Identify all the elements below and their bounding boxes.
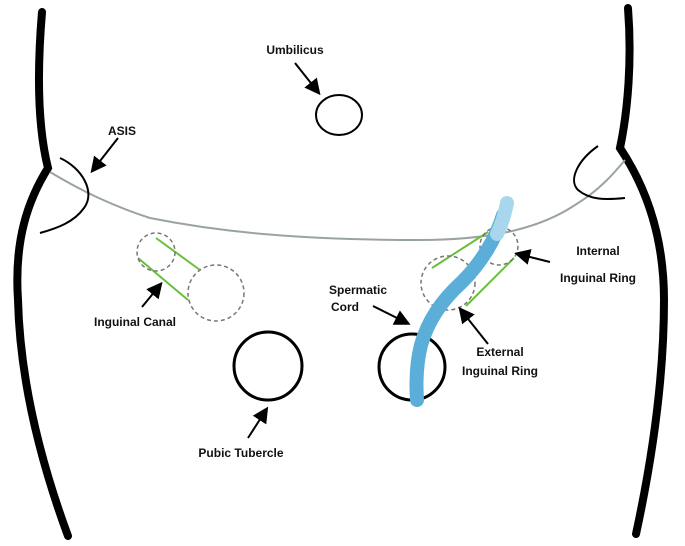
external-inguinal-ring-label-line1: External <box>476 345 523 359</box>
external-inguinal-ring-arrow <box>458 306 489 345</box>
inguinal-ligament-line <box>49 159 626 242</box>
spermatic-cord-arrow <box>372 305 411 325</box>
inguinal-canal-arrow <box>141 281 163 308</box>
right-body-outline <box>615 4 669 538</box>
left-body-outline <box>13 8 72 540</box>
internal-inguinal-ring-label-line1: Internal <box>576 244 619 258</box>
left-canal-lower-line <box>137 257 189 301</box>
umbilicus-arrow <box>294 62 321 96</box>
right-canal-upper-line <box>431 231 489 269</box>
left-internal-ring-dashed <box>136 232 176 272</box>
spermatic-cord-label-line2: Cord <box>331 300 359 314</box>
left-pubic-tubercle-circle <box>232 330 304 402</box>
external-inguinal-ring-label-line2: Inguinal Ring <box>462 364 538 378</box>
spermatic-cord-label-line1: Spermatic <box>329 283 387 297</box>
umbilicus-label: Umbilicus <box>266 43 324 57</box>
asis-arrow <box>90 137 119 174</box>
pubic-tubercle-label: Pubic Tubercle <box>198 446 283 460</box>
left-asis-arc <box>39 157 90 234</box>
left-external-ring-dashed <box>187 264 245 322</box>
umbilicus-circle <box>315 94 363 136</box>
spermatic-cord-tip <box>490 196 514 241</box>
right-external-ring-dashed <box>420 255 476 311</box>
spermatic-cord <box>409 208 510 407</box>
right-canal-lower-line <box>465 257 515 307</box>
internal-inguinal-ring-label-line2: Inguinal Ring <box>560 271 636 285</box>
inguinal-canal-label: Inguinal Canal <box>94 315 176 329</box>
pubic-tubercle-arrow <box>247 406 269 439</box>
right-asis-arc <box>573 145 626 200</box>
internal-inguinal-ring-arrow <box>514 249 551 265</box>
asis-label: ASIS <box>108 124 136 138</box>
left-canal-upper-line <box>155 237 201 271</box>
right-internal-ring-dashed <box>479 226 519 266</box>
